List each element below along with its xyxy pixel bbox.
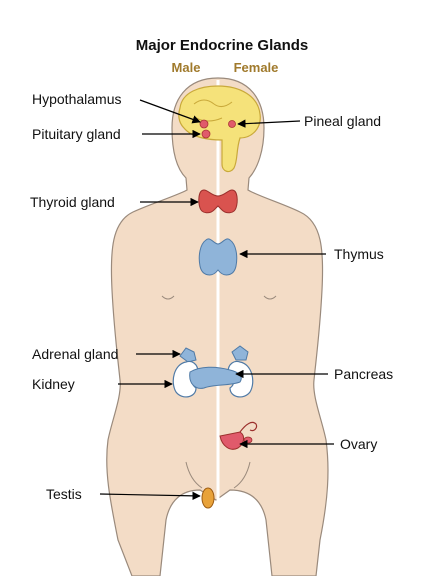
brain [178,85,261,173]
diagram-title: Major Endocrine Glands [136,37,309,54]
label-hypothalamus: Hypothalamus [32,91,122,107]
label-kidney: Kidney [32,376,75,392]
label-ovary: Ovary [340,436,377,452]
female-label: Female [234,60,279,75]
thyroid-gland [198,189,238,214]
pineal-leader [237,119,301,128]
label-thyroid: Thyroid gland [30,194,115,210]
ovary-uterus [219,421,258,450]
hypothalamus-leader [139,99,201,124]
label-thymus: Thymus [334,246,384,262]
label-testis: Testis [46,486,82,502]
adrenal-gland-left [179,347,197,363]
hypothalamus-gland [199,119,209,129]
label-pineal: Pineal gland [304,113,381,129]
adrenal-gland-right [231,345,249,361]
pancreas [189,366,242,389]
thymus-gland [198,238,238,276]
testis-leader [99,491,201,501]
male-label: Male [172,60,201,75]
pituitary-gland [201,129,211,139]
label-adrenal: Adrenal gland [32,346,118,362]
kidney-left [172,360,199,398]
label-pancreas: Pancreas [334,366,393,382]
label-pituitary: Pituitary gland [32,126,121,142]
body-silhouette [106,77,329,576]
testis-gland [201,487,215,509]
pineal-gland [228,120,236,128]
